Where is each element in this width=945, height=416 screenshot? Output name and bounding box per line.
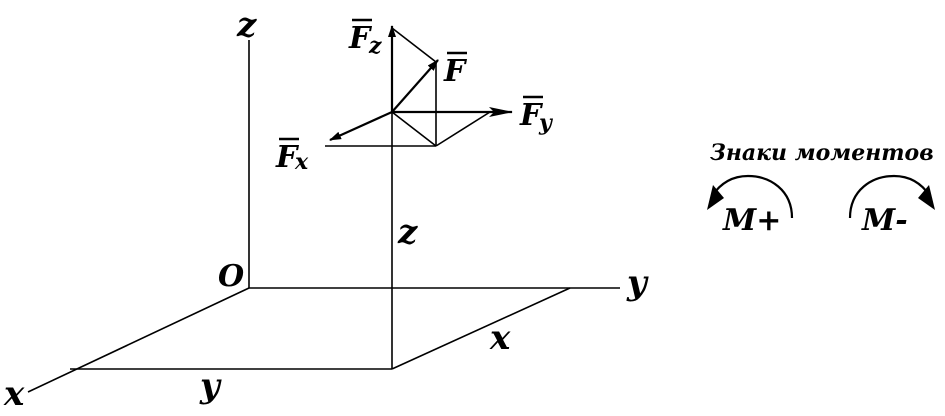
moment-positive-arc-icon [711,174,794,219]
z-axis-label: z [236,5,257,45]
fz-subscript: z [368,33,382,59]
box-top-line [391,27,437,63]
y-axis-label: y [626,263,649,303]
fx-arrow [329,110,393,142]
origin-label: O [218,259,244,294]
fy-label: F [519,98,544,133]
projection-x-line [391,287,571,370]
x-axis [27,287,250,393]
fx-subscript: x [294,149,309,175]
moment-positive-arrowhead-icon [707,185,724,210]
projection-y-label: y [199,366,222,406]
box-right-slant [435,111,491,147]
moment-negative-arc-icon [848,174,931,219]
moment-negative-arrowhead-icon [918,185,935,210]
moment-signs-title: Знаки моментов [710,140,934,166]
f-arrow [391,59,439,113]
fy-subscript: y [538,110,554,136]
projection-z-label: z [397,212,418,252]
projection-x-label: x [489,318,511,358]
fz-label: F [348,21,373,56]
moment-positive-label: M+ [722,203,781,238]
box-inner-diagonal [391,111,437,147]
f-label: F [443,54,468,89]
moment-negative-label: M- [861,203,908,238]
x-axis-label: x [3,374,25,414]
fx-label: F [275,140,300,175]
